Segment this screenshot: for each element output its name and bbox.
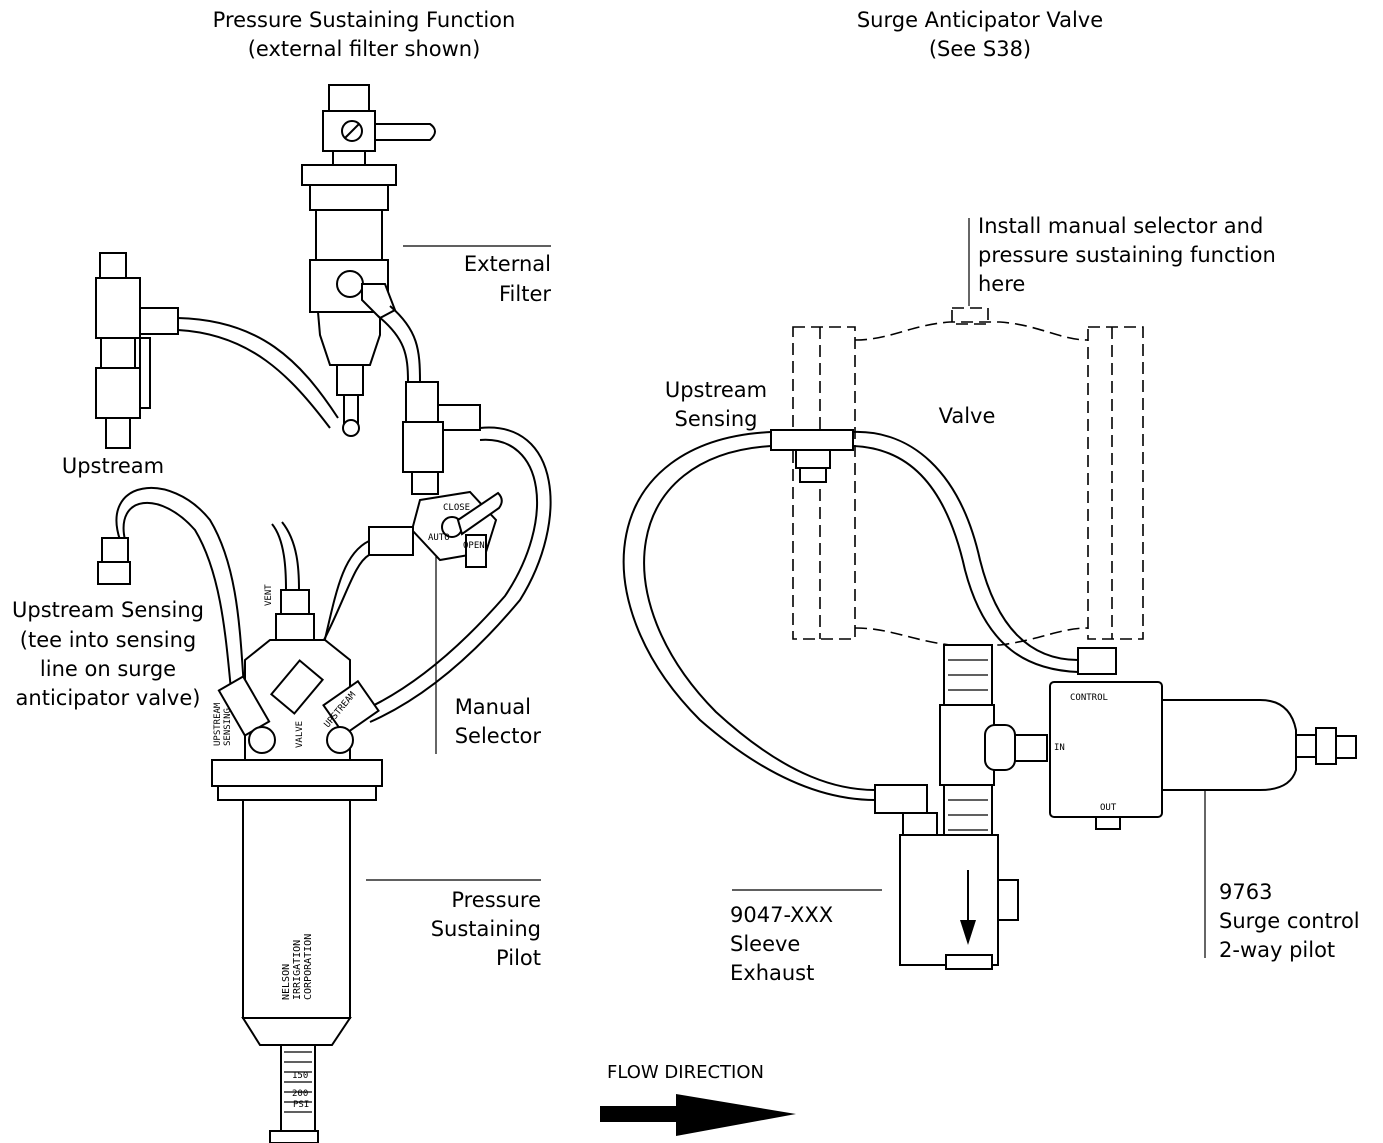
- right-title-line-1: Surge Anticipator Valve: [857, 8, 1103, 32]
- gauge-psi-text: PSI: [293, 1100, 309, 1110]
- label-external-filter-1: External: [464, 252, 551, 276]
- tube-upstream-to-filter: [177, 317, 339, 419]
- left-title-line-2: (external filter shown): [248, 37, 481, 61]
- tube-selector-loop: [369, 426, 552, 723]
- label-manual-selector-2: Selector: [455, 724, 542, 748]
- label-upstream-sensing-4: anticipator valve): [16, 686, 201, 710]
- label-valve: Valve: [939, 404, 996, 428]
- label-manual-selector-1: Manual: [455, 695, 531, 719]
- manual-selector: CLOSE AUTO OPEN: [368, 381, 503, 568]
- label-upstream-sensing-2: (tee into sensing: [20, 628, 196, 652]
- control-port-text: CONTROL: [1070, 693, 1108, 703]
- label-pilot-3: Pilot: [496, 946, 541, 970]
- upstream-sensing-fitting: [97, 537, 131, 585]
- label-surge-pilot-1: 9763: [1219, 880, 1272, 904]
- flow-direction-arrow: [600, 1094, 796, 1136]
- label-sleeve-1: 9047-XXX: [730, 903, 833, 927]
- control-assembly: CONTROL IN OUT: [939, 644, 1357, 830]
- valve-port-text: VALVE: [295, 721, 305, 748]
- vent-text: VENT: [264, 584, 274, 606]
- brand-line-1: NELSON: [281, 964, 292, 1000]
- upstream-sensing-port-line-1: UPSTREAM: [213, 702, 223, 746]
- tube-to-control: [852, 430, 1079, 661]
- out-port-text: OUT: [1100, 803, 1117, 813]
- tube-sensing-loop: [115, 487, 246, 701]
- tube-sensing-right: [622, 431, 876, 801]
- label-upstream: Upstream: [62, 454, 164, 478]
- in-port-text: IN: [1054, 743, 1065, 753]
- selector-close-text: CLOSE: [443, 503, 470, 513]
- install-note-2: pressure sustaining function: [978, 243, 1276, 267]
- upstream-sensing-port-line-2: SENSING: [223, 708, 233, 746]
- left-title-line-1: Pressure Sustaining Function: [213, 8, 516, 32]
- sleeve-exhaust: [874, 784, 1019, 970]
- label-upstream-sensing-right-2: Sensing: [675, 407, 758, 431]
- selector-open-text: OPEN: [463, 541, 485, 551]
- label-sleeve-2: Sleeve: [730, 932, 800, 956]
- label-external-filter-2: Filter: [499, 282, 551, 306]
- flow-direction-label: FLOW DIRECTION: [607, 1062, 764, 1083]
- selector-auto-text: AUTO: [428, 533, 450, 543]
- label-upstream-sensing-right-1: Upstream: [665, 378, 767, 402]
- external-filter: [301, 84, 436, 437]
- label-pilot-2: Sustaining: [431, 917, 541, 941]
- upstream-fitting: [95, 252, 179, 449]
- install-note-3: here: [978, 272, 1025, 296]
- install-note-1: Install manual selector and: [978, 214, 1263, 238]
- brand-line-2: IRRIGATION: [292, 940, 303, 1000]
- gauge-150-text: 150: [292, 1071, 308, 1081]
- tube-filter-to-selector: [389, 305, 421, 383]
- label-sleeve-3: Exhaust: [730, 961, 814, 985]
- label-surge-pilot-3: 2-way pilot: [1219, 938, 1335, 962]
- pressure-sustaining-pilot: VENT UPSTREAM SENSING VALVE UPSTREAM NEL…: [211, 584, 383, 1143]
- tee-fitting: [770, 429, 854, 483]
- label-surge-pilot-2: Surge control: [1219, 909, 1360, 933]
- label-upstream-sensing-1: Upstream Sensing: [12, 598, 204, 622]
- right-title-line-2: (See S38): [929, 37, 1031, 61]
- label-pilot-1: Pressure: [451, 888, 541, 912]
- label-upstream-sensing-3: line on surge: [40, 657, 176, 681]
- brand-line-3: CORPORATION: [303, 934, 314, 1000]
- gauge-200-text: 200: [292, 1089, 308, 1099]
- valve-body: [792, 307, 1144, 646]
